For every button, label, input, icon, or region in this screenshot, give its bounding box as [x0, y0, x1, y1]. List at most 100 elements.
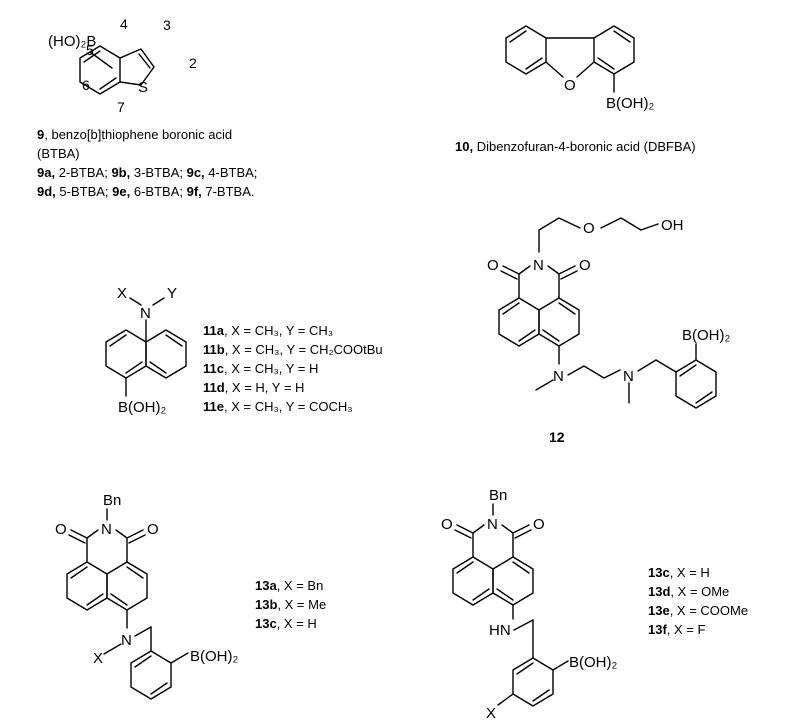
- compound-10-aromatic-bond: [525, 57, 543, 70]
- compound-13a-c-aromatic-bond: [126, 566, 144, 579]
- compound-9-abbreviation: (BTBA): [37, 146, 80, 161]
- compound-13a-c-imide-nitrogen: N: [101, 521, 112, 538]
- compound-11-structure: N X Y B(OH)₂: [105, 285, 187, 416]
- compound-12-amine-nitrogen: N: [553, 368, 564, 385]
- compound-11-aromatic-bond: [149, 361, 167, 374]
- compound-13a-c-boronic-acid-label: B(OH)₂: [190, 648, 238, 665]
- compound-13a-c-imide-ring: [115, 529, 128, 563]
- compound-13c-f-aromatic-bond: [516, 662, 534, 675]
- compound-13c-f-imide-ring: [472, 524, 485, 558]
- compound-13a-c-amine-nitrogen: N: [121, 632, 132, 649]
- compound-13c-f-amine-nh: HN: [489, 622, 511, 639]
- compound-13a-c-benzyl-bond: [134, 626, 152, 637]
- compound-10-aromatic-bond: [509, 30, 527, 43]
- compound-13a-c-boron-bond: [170, 652, 189, 664]
- compound-12-right-ring: [538, 297, 580, 347]
- compound-13c-f-variant: 13d, X = OMe: [648, 584, 729, 599]
- compound-9-boronic-acid-label: (HO)₂B: [48, 33, 96, 50]
- compound-13c-f-carbonyl-oxygen: O: [441, 516, 453, 533]
- compound-13a-c-variant: 13b, X = Me: [255, 597, 326, 612]
- compound-13a-c-variant: 13a, X = Bn: [255, 578, 323, 593]
- compound-13c-f-right-ring: [492, 556, 534, 606]
- compound-12-imide-ring: [547, 265, 560, 299]
- compound-9-sulfur-atom: S: [138, 79, 148, 96]
- compound-9-isomer-line: 9d, 5-BTBA; 9e, 6-BTBA; 9f, 7-BTBA.: [37, 184, 255, 199]
- compound-12-amine-nitrogen: N: [623, 368, 634, 385]
- compound-9-isomer-line: 9a, 2-BTBA; 9b, 3-BTBA; 9c, 4-BTBA;: [37, 165, 257, 180]
- compound-13a-c-aromatic-bond: [70, 566, 88, 579]
- compound-11-right-ring: [145, 329, 187, 379]
- compound-11-aromatic-bond: [109, 334, 127, 347]
- compound-10-oxygen-atom: O: [564, 77, 576, 94]
- compound-9-double-bond: [138, 53, 151, 69]
- compound-9-position-number: 6: [82, 77, 90, 93]
- compound-9-position-number: 7: [117, 99, 125, 115]
- compound-11-n-y-bond: [152, 297, 165, 306]
- compound-12-imide-nitrogen: N: [533, 257, 544, 274]
- compound-13c-f-carbonyl-bond: [512, 524, 530, 534]
- compound-13c-f-aromatic-bond: [472, 588, 490, 601]
- compound-13c-f-phenyl-ring: [512, 657, 554, 707]
- compound-11-nitrogen-atom: N: [140, 305, 151, 322]
- compound-13a-c-right-ring: [106, 561, 148, 611]
- compound-13c-f-aromatic-bond: [456, 561, 474, 574]
- compound-13a-c-benzyl-label: Bn: [103, 492, 121, 509]
- compound-13c-f-x-substituent: X: [486, 705, 496, 722]
- compound-11-boronic-acid-label: B(OH)₂: [118, 399, 166, 416]
- compound-13a-c-aromatic-bond: [110, 593, 128, 606]
- compound-13c-f-benzyl-bond: [513, 619, 534, 631]
- compound-12-left-ring: [498, 297, 540, 347]
- compound-13c-f-aromatic-bond: [532, 689, 550, 702]
- compound-11-y-substituent: Y: [167, 285, 177, 302]
- compound-12-ether-chain: [600, 217, 659, 231]
- compound-12-ethylene-linker: [567, 365, 621, 379]
- compound-11-variant: 11a, X = CH₃, Y = CH₃: [203, 323, 333, 338]
- compound-9-aromatic-bond: [83, 50, 101, 63]
- compound-12-benzyl-bond: [637, 359, 657, 372]
- compound-12-carbonyl-bond: [500, 270, 518, 280]
- compound-13a-c-aromatic-bond: [86, 593, 104, 606]
- compound-11-left-ring: [105, 329, 147, 379]
- compound-12-aromatic-bond: [542, 329, 560, 342]
- compound-11-variant: 11e, X = CH₃, Y = COCH₃: [203, 399, 353, 414]
- compound-13a-c-variant: 13c, X = H: [255, 616, 317, 631]
- compound-10-caption: 10, Dibenzofuran-4-boronic acid (DBFBA): [455, 139, 696, 154]
- compound-13c-f-left-ring: [452, 556, 494, 606]
- compound-13c-f-carbonyl-bond: [514, 529, 532, 539]
- compound-12-structure: O OH N O O N N B(OH)₂: [487, 217, 730, 409]
- compound-10-right-ring: [593, 25, 635, 75]
- compound-13a-c-aromatic-bond: [150, 682, 168, 695]
- compound-11-variant: 11d, X = H, Y = H: [203, 380, 304, 395]
- compound-10-left-ring: [505, 25, 547, 75]
- compound-12-benzyl-bond: [655, 359, 677, 373]
- compound-13a-c-left-ring: [66, 561, 108, 611]
- compound-13c-f-carbonyl-bond: [456, 524, 474, 534]
- compound-13c-f-imide-ring: [501, 524, 514, 558]
- compound-13a-c-carbonyl-bond: [128, 534, 146, 544]
- compound-13c-f-variant: 13f, X = F: [648, 622, 706, 637]
- compound-12-aromatic-bond: [558, 302, 576, 315]
- compound-12-carbonyl-bond: [558, 265, 576, 275]
- compound-10-aromatic-bond: [597, 57, 615, 70]
- compound-13a-c-carbonyl-oxygen: O: [55, 521, 67, 538]
- compound-13c-f-variant: 13e, X = COOMe: [648, 603, 748, 618]
- compound-13c-f-benzyl-label: Bn: [489, 487, 507, 504]
- compound-12-phenyl-ring: [675, 359, 717, 409]
- compound-12-aromatic-bond: [679, 364, 697, 377]
- compound-12-ether-oxygen: O: [583, 220, 595, 237]
- compound-13c-f-aromatic-bond: [496, 588, 514, 601]
- compound-10-furan-bond: [545, 61, 564, 78]
- compound-10-boronic-acid-label: B(OH)₂: [606, 95, 654, 112]
- compound-13c-f-structure: Bn N O O HN B(OH)₂ X: [441, 487, 617, 722]
- compound-13a-c-aromatic-bond: [134, 655, 152, 668]
- compound-12-carbonyl-oxygen: O: [487, 257, 499, 274]
- compound-11-aromatic-bond: [125, 361, 143, 374]
- compound-9-structure: (HO)₂B S 4 3 2 5 6 7: [48, 16, 197, 115]
- compound-13a-c-x-substituent: X: [93, 650, 103, 667]
- compound-13c-f-variant: 13c, X = H: [648, 565, 710, 580]
- compound-13a-c-phenyl-ring: [130, 650, 172, 700]
- compound-10-structure: O B(OH)₂: [505, 25, 654, 112]
- compound-12-carbonyl-bond: [502, 265, 520, 275]
- compound-11-variant: 11c, X = CH₃, Y = H: [203, 361, 318, 376]
- compound-12-aromatic-bond: [518, 329, 536, 342]
